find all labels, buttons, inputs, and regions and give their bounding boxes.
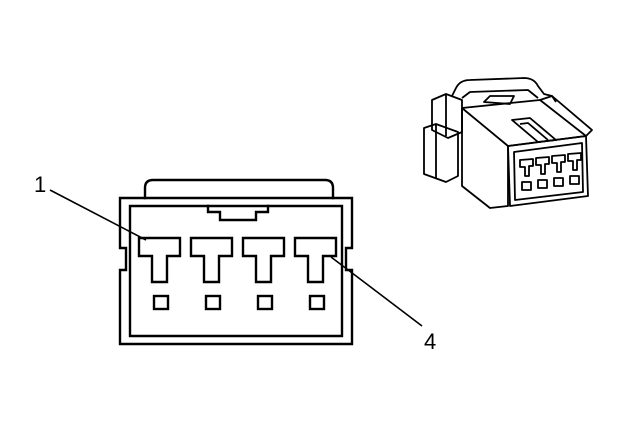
face-inner-frame — [128, 204, 344, 338]
iso-center-key-inner — [519, 122, 549, 141]
iso-window-4 — [569, 175, 580, 185]
iso-window-2 — [537, 179, 548, 189]
iso-window-3 — [553, 177, 564, 187]
iso-top-latch — [451, 77, 557, 103]
face-outer-housing — [118, 196, 354, 346]
iso-front-cavities — [519, 152, 582, 191]
connector-face-view — [118, 178, 354, 346]
callout-label-pin-4: 4 — [424, 329, 436, 354]
iso-center-key — [511, 117, 557, 143]
face-cavity-4 — [293, 236, 338, 284]
callout-leaders — [49, 189, 423, 327]
iso-cavity-2 — [535, 156, 550, 175]
iso-window-1 — [521, 181, 532, 191]
face-top-latch — [143, 178, 335, 200]
iso-cavity-1 — [519, 158, 534, 177]
iso-front-face — [507, 135, 589, 207]
face-cavities — [137, 236, 338, 311]
face-polarization-key — [206, 204, 270, 222]
face-window-3 — [256, 294, 274, 311]
iso-cavity-3 — [551, 154, 566, 173]
face-window-2 — [204, 294, 222, 311]
face-window-1 — [152, 294, 170, 311]
iso-latch-ridge — [461, 89, 539, 99]
leader-line-pin-1 — [49, 189, 147, 241]
iso-front-face-inner — [513, 142, 584, 201]
leader-line-pin-4 — [330, 256, 423, 327]
iso-body-left-side — [461, 108, 509, 209]
face-window-4 — [308, 294, 326, 311]
face-cavity-1 — [137, 236, 182, 284]
iso-left-lower-block — [423, 123, 459, 183]
face-cavity-2 — [189, 236, 234, 284]
connector-isometric-view — [423, 77, 593, 209]
callout-label-pin-1: 1 — [34, 172, 46, 197]
iso-cavity-4 — [567, 152, 582, 171]
face-cavity-3 — [241, 236, 286, 284]
iso-right-lip — [539, 95, 593, 137]
